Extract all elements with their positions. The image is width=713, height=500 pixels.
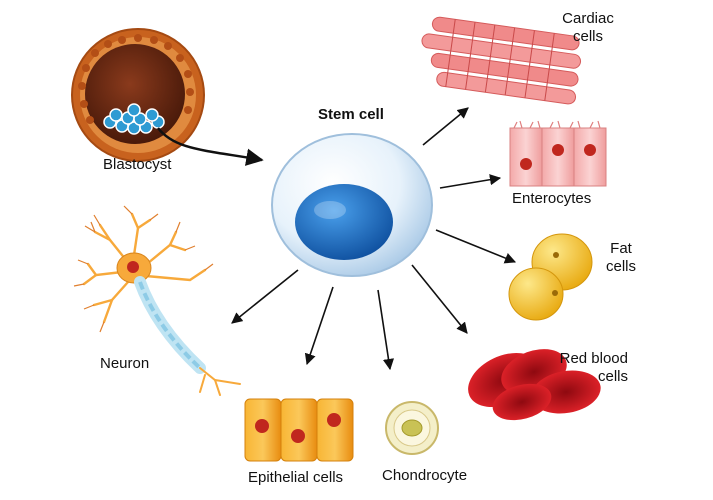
fat-cells-label: Fat cells	[596, 240, 646, 276]
stem-cell-label: Stem cell	[318, 106, 384, 123]
arrow-to-neuron	[231, 269, 299, 324]
arrow-to-fat	[435, 229, 517, 264]
fat-label-line1: Fat	[610, 240, 632, 257]
differentiation-arrows	[231, 107, 517, 371]
chondrocyte-label: Chondrocyte	[382, 467, 468, 484]
cardiac-label-line2: cells	[572, 28, 603, 45]
arrow-to-cardiac	[422, 107, 469, 146]
enterocytes-illustration	[509, 120, 607, 187]
fat-cells-illustration	[508, 233, 593, 321]
epithelial-cells-illustration	[244, 398, 354, 462]
arrow-to-chondrocyte	[377, 289, 395, 371]
fat-label-line2: cells	[605, 258, 636, 275]
enterocytes-label: Enterocytes	[512, 190, 592, 207]
chondrocyte-illustration	[385, 401, 439, 455]
cardiac-label-line1: Cardiac	[562, 10, 614, 27]
neuron-illustration	[73, 205, 241, 396]
arrow-to-epithelial	[304, 286, 334, 366]
red-blood-cells-illustration	[468, 349, 601, 421]
blastocyst-to-stem-arrow	[157, 127, 264, 166]
arrow-to-red-blood	[411, 264, 468, 334]
red-blood-cells-label: Red blood cells	[552, 350, 628, 386]
neuron-label: Neuron	[100, 355, 150, 372]
cardiac-cells-label: Cardiac cells	[548, 10, 628, 46]
red-blood-label-line1: Red blood	[559, 350, 628, 367]
red-blood-label-line2: cells	[597, 368, 628, 385]
blastocyst-label: Blastocyst	[103, 156, 172, 173]
arrow-to-enterocytes	[439, 174, 502, 189]
epithelial-cells-label: Epithelial cells	[248, 469, 344, 486]
cardiac-cells-illustration	[421, 16, 582, 105]
stem-cell-illustration	[271, 133, 433, 277]
blastocyst-illustration	[71, 28, 205, 162]
